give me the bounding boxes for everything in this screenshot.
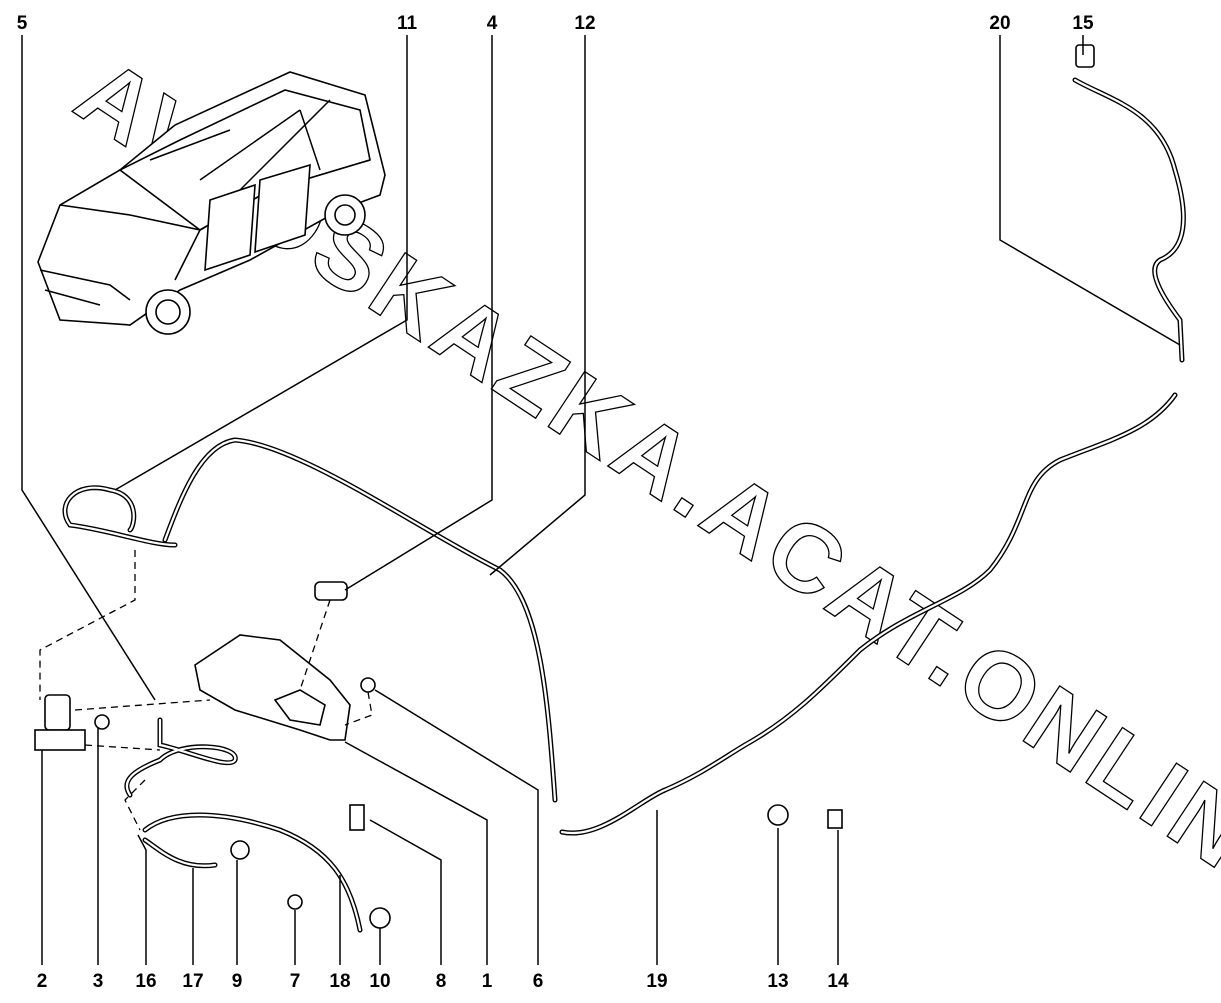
hose-20	[1072, 77, 1186, 363]
callout-1: 1	[482, 971, 493, 992]
leader-lines	[21, 35, 1181, 965]
callout-13: 13	[767, 971, 788, 992]
callout-5: 5	[17, 13, 28, 34]
callout-9: 9	[232, 971, 243, 992]
callout-6: 6	[533, 971, 544, 992]
washer-pump	[34, 694, 110, 751]
callout-7: 7	[290, 971, 301, 992]
callout-20: 20	[989, 13, 1010, 34]
callout-16: 16	[135, 971, 156, 992]
hose-12	[162, 437, 558, 803]
hose-19	[559, 392, 1178, 836]
small-parts	[230, 44, 1095, 929]
callout-15: 15	[1072, 13, 1094, 34]
washer-reservoir	[194, 581, 351, 741]
hose-11	[62, 485, 178, 548]
hose-17-18	[124, 717, 363, 933]
callout-19: 19	[646, 971, 667, 992]
callout-18: 18	[329, 971, 350, 992]
callout-17: 17	[182, 971, 203, 992]
callout-8: 8	[436, 971, 447, 992]
callout-2: 2	[37, 971, 48, 992]
callout-10: 10	[369, 971, 390, 992]
callout-12: 12	[574, 13, 595, 34]
bottom-callouts: 2 3 16 17 9 7 18 10 8 1 6 19 13 14	[37, 971, 849, 992]
callout-14: 14	[827, 971, 849, 992]
top-callouts: 5 11 4 12 20 15	[17, 13, 1094, 34]
callout-11: 11	[397, 13, 418, 34]
vehicle-illustration	[37, 71, 386, 335]
callout-4: 4	[487, 13, 498, 34]
callout-3: 3	[93, 971, 104, 992]
